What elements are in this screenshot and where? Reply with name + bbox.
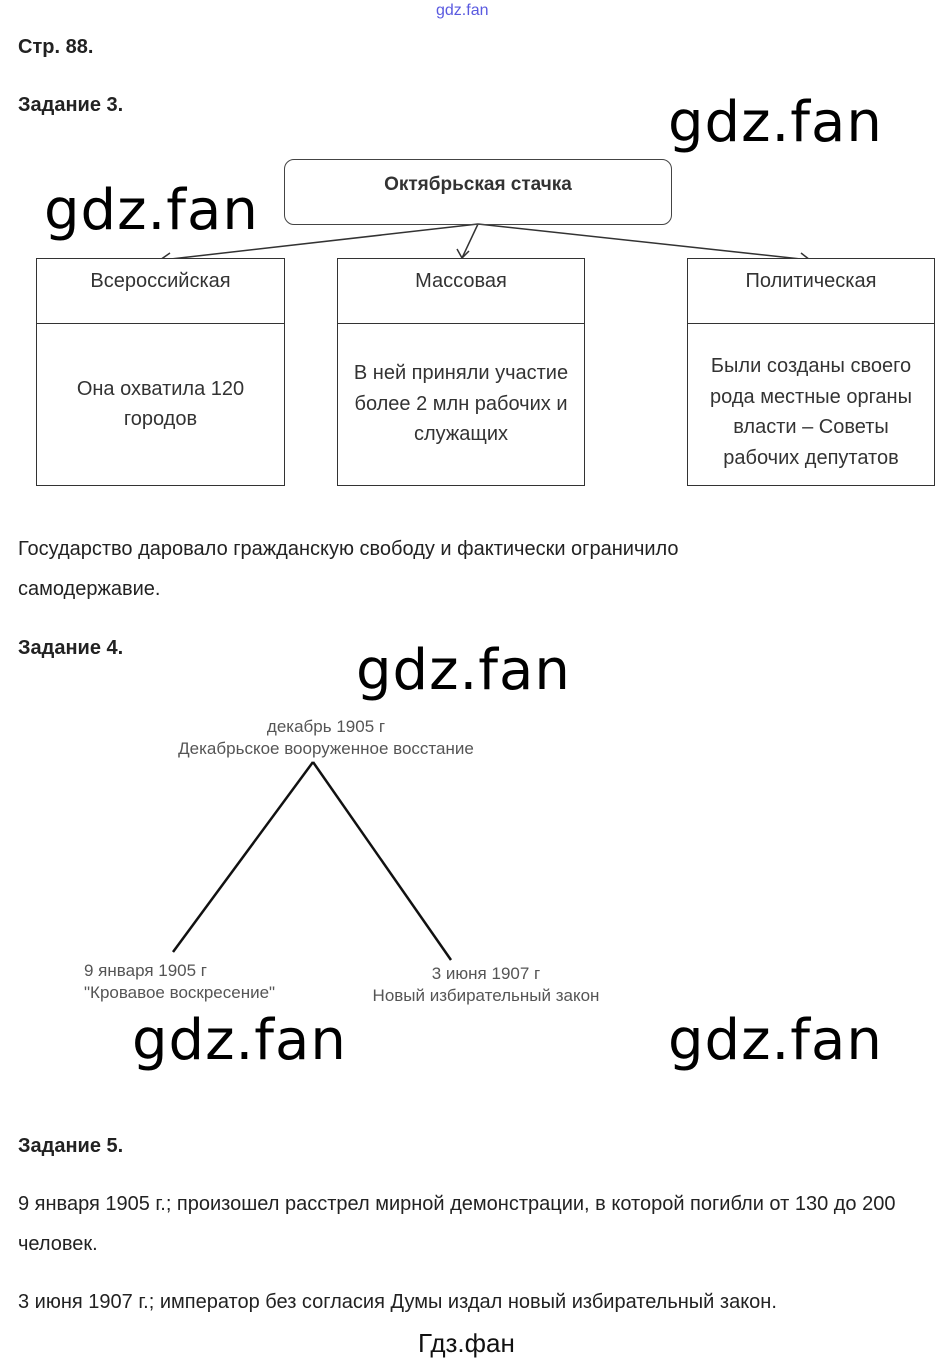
box-title: Политическая (688, 259, 934, 324)
event-date: декабрь 1905 г (266, 717, 386, 736)
arrow-right (477, 223, 811, 261)
timeline-left-line (171, 761, 315, 953)
watermark: gdz.fan (356, 638, 571, 703)
task5-item: 9 января 1905 г.; произошел расстрел мир… (18, 1193, 896, 1255)
arrow-middle (461, 223, 479, 259)
timeline-left-label: 9 января 1905 г "Кровавое воскресение" (84, 960, 275, 1004)
timeline-top-label: декабрь 1905 г Декабрьское вооруженное в… (158, 716, 494, 760)
timeline-right-label: 3 июня 1907 г Новый избирательный закон (358, 963, 614, 1007)
footer-watermark: Гдз.фан (418, 1328, 515, 1358)
box-title: Массовая (338, 259, 584, 324)
event-name: "Кровавое воскресение" (84, 983, 276, 1002)
watermark: gdz.fan (668, 1008, 883, 1073)
watermark: gdz.fan (132, 1008, 347, 1073)
event-date: 9 января 1905 г (84, 961, 208, 980)
box-text: Она охватила 120 городов (76, 377, 245, 431)
box-all-russian: Всероссийская Она охватила 120 городов (36, 258, 285, 486)
timeline-right-line (311, 761, 453, 961)
arrow-left (161, 223, 479, 261)
task5-heading: Задание 5. (18, 1135, 124, 1157)
box-text: Были созданы своего рода местные органы … (710, 355, 912, 469)
task4-heading: Задание 4. (18, 637, 124, 659)
box-title: Всероссийская (37, 259, 284, 324)
task5-item: 3 июня 1907 г.; император без согласия Д… (18, 1291, 777, 1313)
watermark: gdz.fan (668, 90, 883, 155)
task3-heading: Задание 3. (18, 94, 124, 116)
box-political: Политическая Были созданы своего рода ме… (687, 258, 935, 486)
event-date: 3 июня 1907 г (431, 964, 541, 983)
header-watermark: gdz.fan (436, 2, 489, 19)
task3-conclusion: Государство даровало гражданскую свободу… (18, 538, 679, 600)
box-mass: Массовая В ней приняли участие более 2 м… (337, 258, 585, 486)
event-name: Новый избирательный закон (372, 986, 600, 1005)
root-node: Октябрьская стачка (284, 159, 672, 225)
page-reference: Стр. 88. (18, 36, 94, 58)
box-text: В ней приняли участие более 2 млн рабочи… (353, 362, 569, 446)
event-name: Декабрьское вооруженное восстание (178, 739, 474, 758)
watermark: gdz.fan (44, 178, 259, 243)
